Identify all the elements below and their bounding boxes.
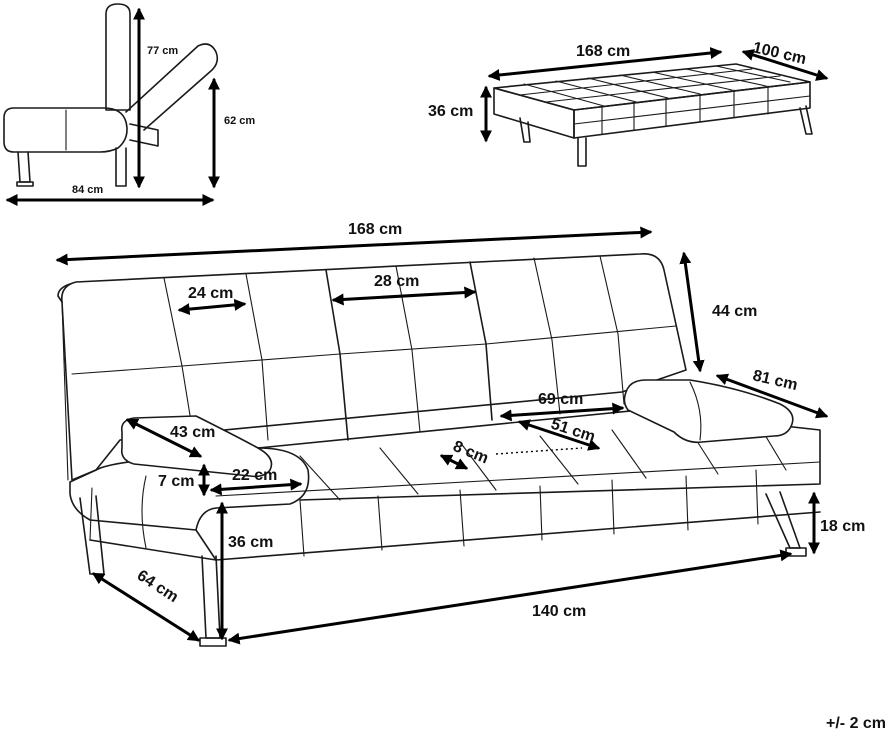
side-height-label: 77 cm bbox=[147, 45, 178, 57]
pillow-length-dimension: 69 cm bbox=[499, 391, 625, 422]
back-height-dimension: 44 cm bbox=[679, 251, 757, 373]
bed-width-dimension: 100 cm bbox=[741, 39, 829, 81]
total-width-label: 168 cm bbox=[348, 221, 402, 238]
seat-width-label: 140 cm bbox=[532, 603, 586, 620]
bed-length-label: 168 cm bbox=[576, 43, 630, 60]
leg-height-dimension: 18 cm bbox=[808, 491, 865, 555]
bolster-length-label: 43 cm bbox=[170, 424, 215, 441]
side-seat-height-label: 62 cm bbox=[224, 115, 255, 127]
total-width-dimension: 168 cm bbox=[55, 221, 653, 266]
seat-height-dimension: 36 cm bbox=[216, 501, 273, 641]
center-back-width-dimension: 28 cm bbox=[331, 273, 477, 306]
pillow-length-label: 69 cm bbox=[538, 391, 583, 408]
bed-height-label: 36 cm bbox=[428, 103, 473, 120]
side-view bbox=[3, 3, 219, 187]
bed-height-dimension: 36 cm bbox=[428, 85, 492, 143]
side-seat-height-dimension: 62 cm bbox=[208, 77, 255, 189]
arm-thickness-label: 7 cm bbox=[158, 473, 194, 490]
leg-height-label: 18 cm bbox=[820, 518, 865, 535]
pillow-height-dimension: 8 cm bbox=[439, 438, 583, 470]
bed-view bbox=[493, 63, 813, 167]
depth-label: 64 cm bbox=[134, 567, 181, 606]
pillow-depth-label: 51 cm bbox=[549, 416, 597, 446]
arm-width-label: 22 cm bbox=[232, 467, 277, 484]
tuft-width-dimension: 24 cm bbox=[177, 285, 247, 316]
seat-width-dimension: 140 cm bbox=[227, 549, 793, 645]
side-depth-label: 84 cm bbox=[72, 184, 103, 196]
arm-thickness-dimension: 7 cm bbox=[158, 463, 210, 497]
bolster-length-dimension: 43 cm bbox=[125, 418, 215, 458]
seat-height-label: 36 cm bbox=[228, 534, 273, 551]
side-depth-dimension: 84 cm bbox=[5, 184, 215, 206]
tuft-width-label: 24 cm bbox=[188, 285, 233, 302]
back-height-label: 44 cm bbox=[712, 303, 757, 320]
tolerance-note: +/- 2 cm bbox=[826, 715, 886, 732]
center-back-width-label: 28 cm bbox=[374, 273, 419, 290]
side-height-dimension: 77 cm bbox=[133, 7, 178, 189]
bed-length-dimension: 168 cm bbox=[487, 43, 723, 81]
depth-dimension: 64 cm bbox=[91, 567, 201, 642]
arm-width-dimension: 22 cm bbox=[209, 467, 303, 496]
